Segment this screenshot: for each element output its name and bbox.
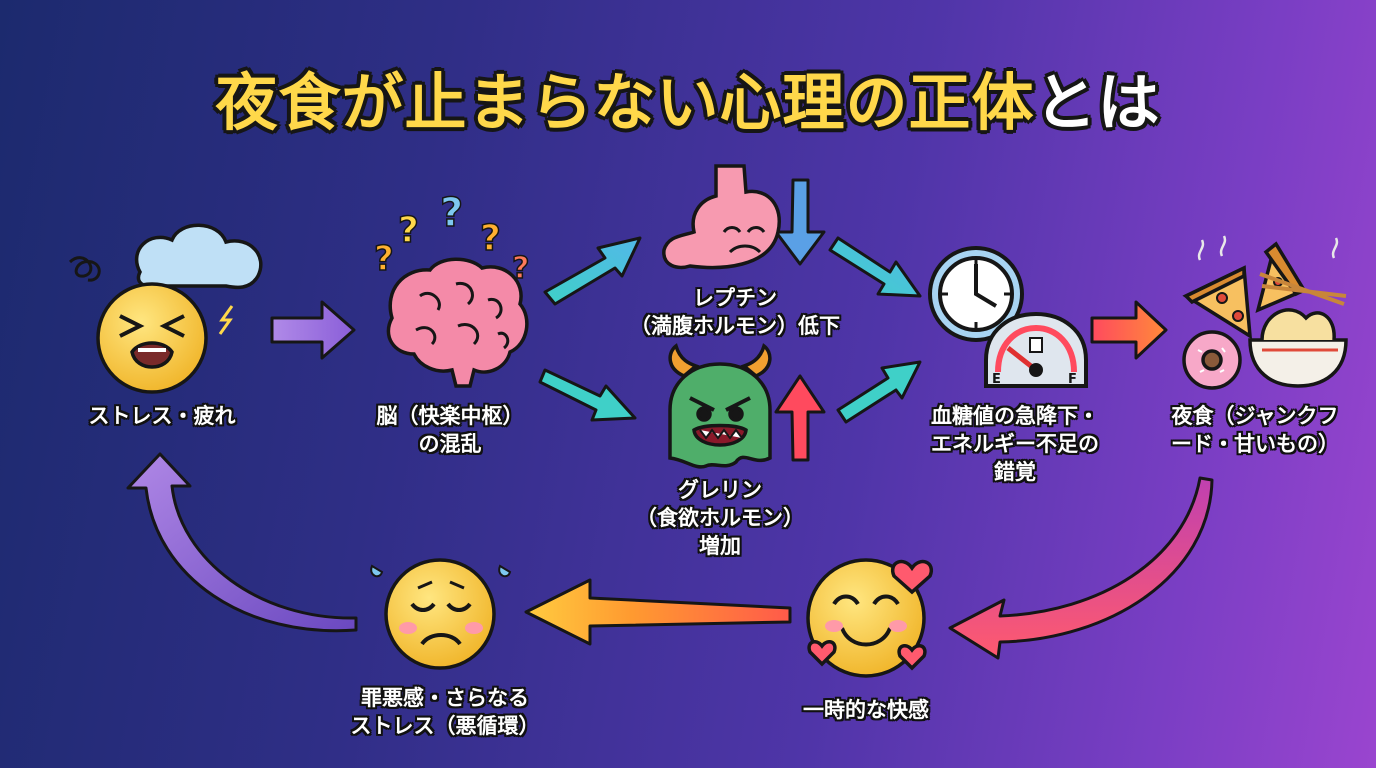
clock-icon bbox=[928, 246, 1024, 342]
fuel-gauge-icon: E F bbox=[984, 311, 1088, 388]
brain-icon: ? ? ? ? ? bbox=[373, 189, 530, 388]
arrow-brain-to-leptin bbox=[543, 236, 642, 306]
node-leptin-line1: レプチン bbox=[693, 286, 777, 310]
node-ghrelin-line1: グレリン bbox=[678, 478, 762, 502]
node-label-ghrelin: グレリン （食欲ホルモン） 増加 bbox=[620, 476, 820, 560]
node-stress-line1: ストレス・疲れ bbox=[88, 404, 236, 428]
node-label-leptin: レプチン （満腹ホルモン）低下 bbox=[610, 284, 860, 340]
node-label-pleasure: 一時的な快感 bbox=[776, 696, 956, 724]
page-title: 夜食が止まらない心理の正体とは bbox=[0, 52, 1376, 142]
svg-text:?: ? bbox=[374, 239, 394, 279]
arrow-stress-to-brain bbox=[270, 300, 356, 360]
arrow-leptin-to-bloodsugar bbox=[828, 236, 922, 298]
happy-face-icon bbox=[806, 558, 934, 678]
svg-text:?: ? bbox=[398, 210, 419, 251]
arrow-down-leptin bbox=[774, 178, 826, 266]
gauge-empty-label: E bbox=[992, 372, 1001, 387]
sad-face-icon bbox=[370, 558, 512, 670]
node-leptin-line2: （満腹ホルモン）低下 bbox=[630, 314, 840, 338]
node-bloodsugar-line3: 錯覚 bbox=[994, 460, 1036, 484]
arrow-latenight-to-pleasure bbox=[948, 476, 1214, 660]
arrow-brain-to-ghrelin bbox=[538, 368, 637, 422]
arrow-ghrelin-to-bloodsugar bbox=[836, 360, 922, 424]
arrow-guilt-to-stress bbox=[126, 452, 358, 633]
node-bloodsugar-line2: エネルギー不足の bbox=[931, 432, 1099, 456]
node-brain-line1: 脳（快楽中枢） bbox=[376, 404, 524, 428]
node-ghrelin-line3: 増加 bbox=[699, 534, 741, 558]
node-label-latenight: 夜食（ジャンクフ ード・甘いもの） bbox=[1150, 402, 1360, 458]
junk-food-icon bbox=[1182, 235, 1348, 390]
node-label-guilt: 罪悪感・さらなる ストレス（悪循環） bbox=[330, 684, 560, 740]
stomach-icon bbox=[662, 164, 781, 270]
node-brain-line2: の混乱 bbox=[418, 432, 482, 456]
node-label-brain: 脳（快楽中枢） の混乱 bbox=[355, 402, 545, 458]
arrow-up-ghrelin bbox=[774, 374, 826, 462]
node-latenight-line2: ード・甘いもの） bbox=[1171, 432, 1339, 456]
arrow-pleasure-to-guilt bbox=[524, 578, 792, 646]
gauge-full-label: F bbox=[1068, 372, 1077, 387]
node-guilt-line1: 罪悪感・さらなる bbox=[361, 686, 529, 710]
title-main: 夜食が止まらない心理の正体 bbox=[215, 66, 1035, 139]
node-guilt-line2: ストレス（悪循環） bbox=[350, 714, 540, 738]
node-ghrelin-line2: （食欲ホルモン） bbox=[636, 506, 804, 530]
tired-face-icon bbox=[68, 223, 263, 394]
hunger-monster-icon bbox=[668, 343, 772, 469]
title-tail: とは bbox=[1034, 66, 1161, 139]
node-bloodsugar-line1: 血糖値の急降下・ bbox=[931, 404, 1099, 428]
node-latenight-line1: 夜食（ジャンクフ bbox=[1171, 404, 1339, 428]
node-pleasure-line1: 一時的な快感 bbox=[803, 698, 929, 722]
node-label-stress: ストレス・疲れ bbox=[62, 402, 262, 430]
node-label-bloodsugar: 血糖値の急降下・ エネルギー不足の 錯覚 bbox=[905, 402, 1125, 486]
arrow-bloodsugar-to-latenight bbox=[1090, 300, 1168, 360]
svg-text:?: ? bbox=[480, 218, 501, 259]
svg-text:?: ? bbox=[440, 190, 463, 236]
